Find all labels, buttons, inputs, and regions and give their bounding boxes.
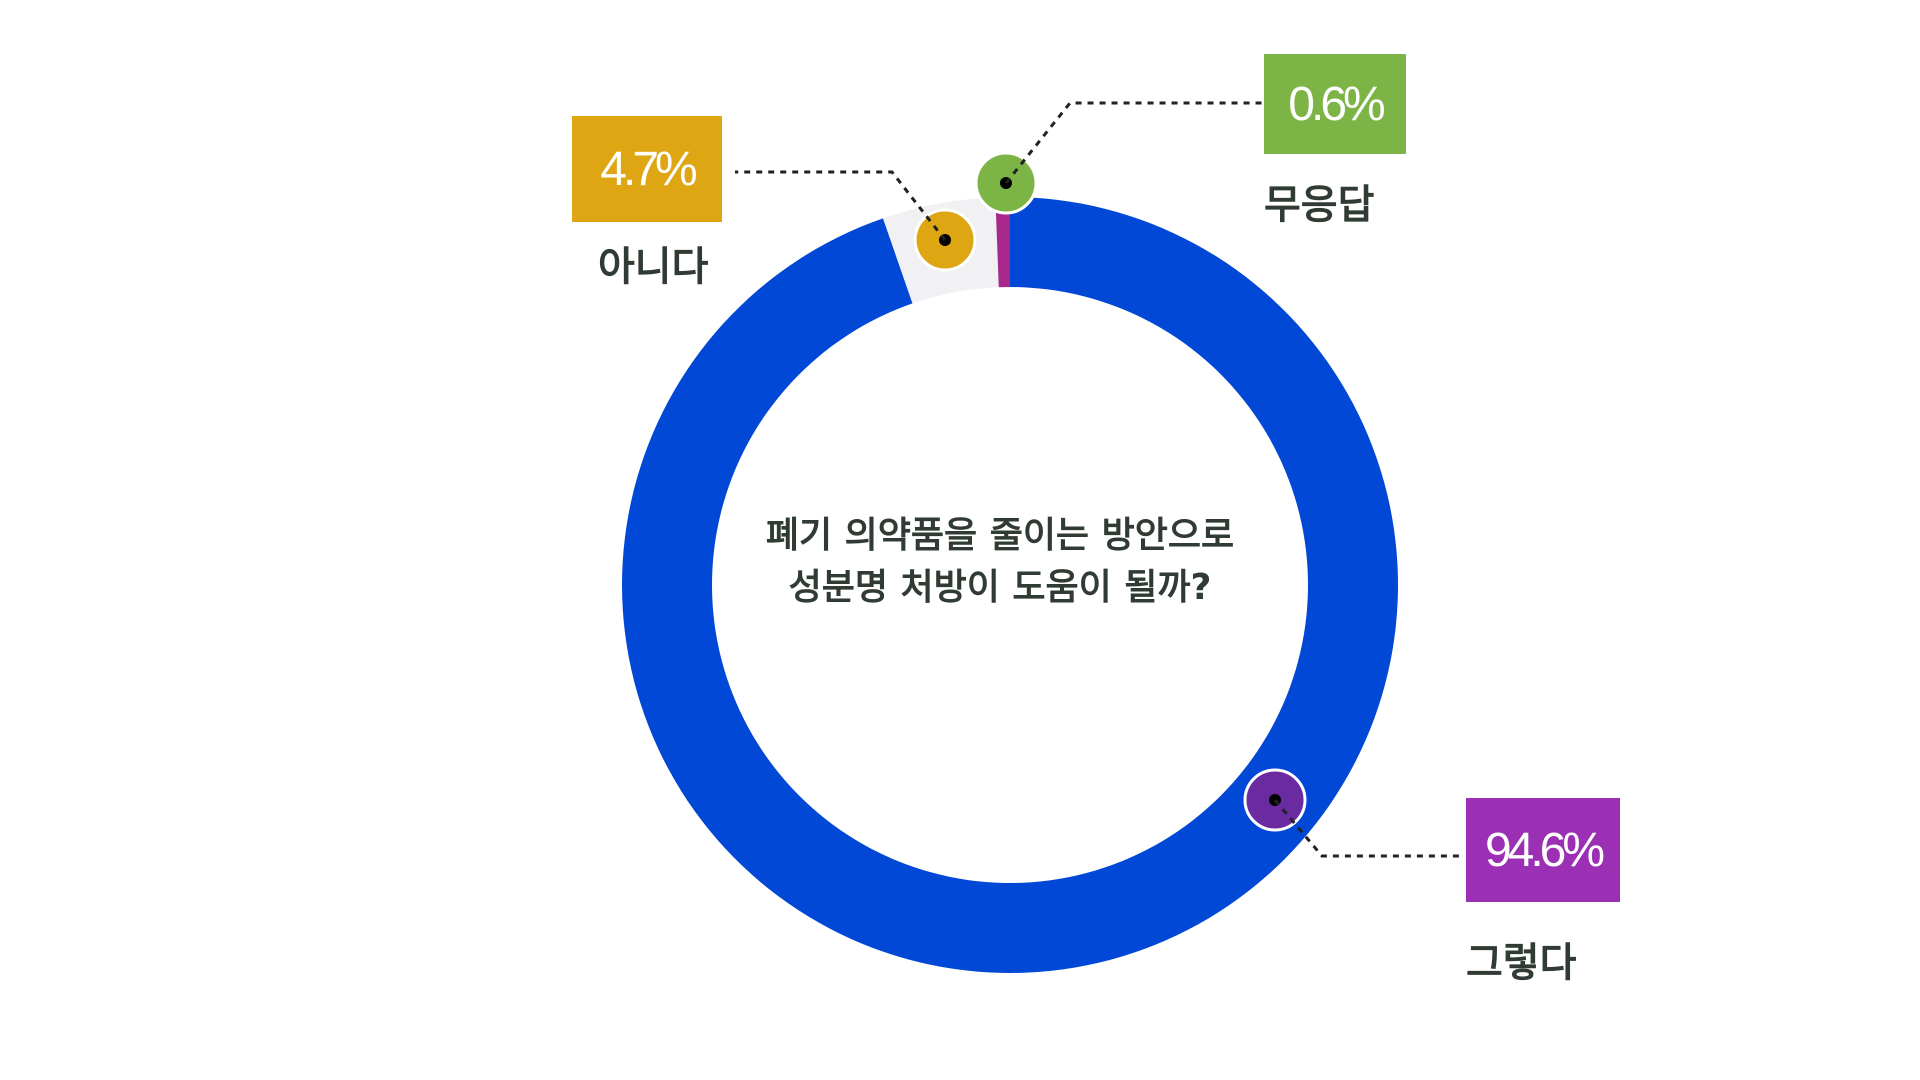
category-label-no: 아니다 (598, 244, 709, 290)
leader-line-no-response (1004, 101, 1262, 184)
leader-line-no (735, 170, 947, 241)
center-question: 폐기 의약품을 줄이는 방안으로 성분명 처방이 도움이 될까? (720, 510, 1280, 614)
donut-slice-no-response (995, 197, 1010, 288)
value-badge-yes: 94.6% (1466, 798, 1620, 902)
category-label-no-response: 무응답 (1264, 182, 1375, 228)
center-question-line-2: 성분명 처방이 도움이 될까? (788, 567, 1212, 608)
value-badge-no-response: 0.6% (1264, 54, 1406, 154)
category-label-yes: 그렇다 (1466, 940, 1577, 986)
value-badge-no: 4.7% (572, 116, 722, 222)
center-question-line-1: 폐기 의약품을 줄이는 방안으로 (765, 515, 1235, 556)
leader-line-yes (1273, 799, 1462, 858)
